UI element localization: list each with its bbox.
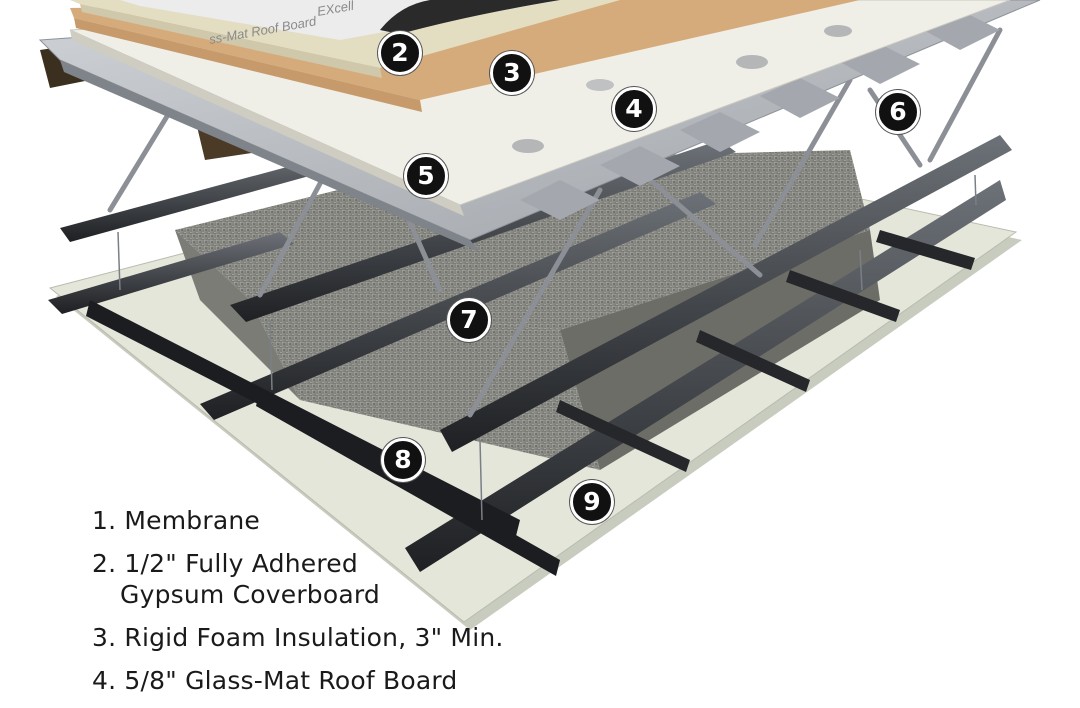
legend-item-4: 4. 5/8" Glass-Mat Roof Board (92, 666, 458, 695)
legend-item-2-continued: Gypsum Coverboard (120, 580, 381, 609)
marker-4: 4 (612, 87, 656, 131)
marker-7: 7 (447, 298, 491, 342)
hanger-wires (117, 174, 977, 521)
marker-8: 8 (381, 438, 425, 482)
marker-5: 5 (404, 154, 448, 198)
roof-assembly-illustration: EXcell ss-Mat Roof Board (38, 0, 1041, 630)
membrane (120, 0, 560, 40)
legend-item-2: 2. 1/2" Fully Adhered (92, 549, 358, 578)
marker-2: 2 (378, 31, 422, 75)
legend-item-3: 3. Rigid Foam Insulation, 3" Min. (92, 623, 504, 652)
legend-item-1: 1. Membrane (92, 506, 260, 535)
marker-6: 6 (876, 90, 920, 134)
marker-9: 9 (570, 480, 614, 524)
component-legend: 1. Membrane 2. 1/2" Fully Adhered Gypsum… (92, 505, 504, 708)
marker-3: 3 (490, 51, 534, 95)
